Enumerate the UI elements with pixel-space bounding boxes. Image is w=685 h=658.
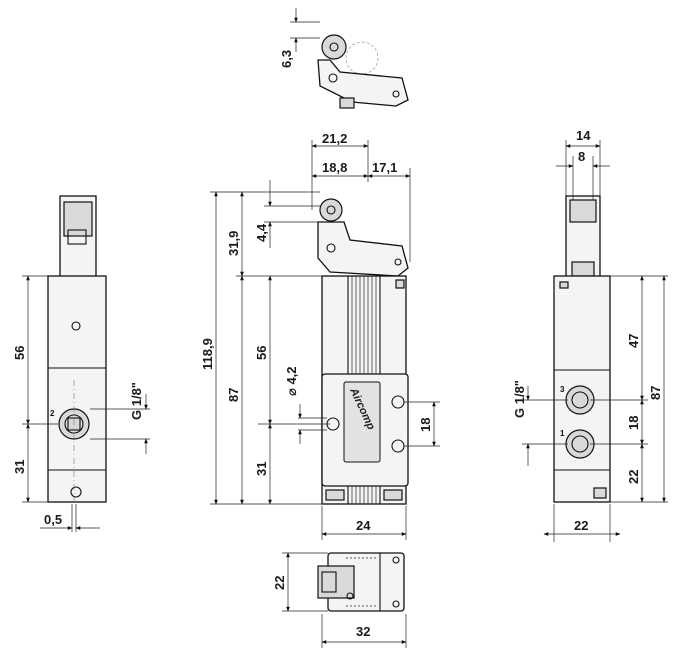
bottom-dim-22: 22 — [272, 576, 287, 590]
left-dim-g18: G 1/8" — [129, 382, 144, 420]
right-port-number-bottom: 1 — [560, 429, 565, 438]
dim-56: 56 — [254, 346, 269, 360]
right-dim-g18: G 1/8" — [512, 380, 527, 418]
dim-6-3: 6,3 — [279, 50, 294, 68]
left-valve-body — [47, 275, 107, 503]
right-dim-8: 8 — [578, 149, 585, 164]
front-roller — [319, 198, 343, 222]
left-dim-56: 56 — [12, 346, 27, 360]
right-side-view: 3 1 14 8 47 18 22 87 G 1/8" 22 — [512, 128, 668, 542]
bottom-dim-32: 32 — [356, 624, 370, 639]
top-roller-view: 6,3 — [279, 8, 409, 109]
right-port-bottom — [565, 429, 595, 459]
right-dim-14: 14 — [576, 128, 591, 143]
dim-dia-4-2: ⌀ 4,2 — [284, 366, 299, 396]
bottom-view: 22 32 — [272, 552, 407, 648]
dim-21-2: 21,2 — [322, 131, 347, 146]
right-port-top — [565, 385, 595, 415]
dim-118-9: 118,9 — [200, 338, 215, 370]
roller-wheel — [321, 34, 347, 60]
roller-lever-arm — [317, 59, 409, 107]
dim-18-8: 18,8 — [322, 160, 347, 175]
dim-18-front: 18 — [418, 418, 433, 432]
dim-31: 31 — [254, 462, 269, 476]
front-view: Aircomp 21,2 18,8 17,1 118,9 31,9 87 4,4 — [200, 131, 440, 540]
left-dim-0-5: 0,5 — [44, 512, 62, 527]
left-side-view: 2 56 31 G 1/8" 0,5 — [12, 195, 150, 532]
right-port-number-top: 3 — [560, 385, 565, 394]
front-lever — [317, 221, 409, 277]
left-port-number: 2 — [50, 409, 55, 418]
right-dim-47: 47 — [626, 334, 641, 348]
dim-87: 87 — [226, 388, 241, 402]
dim-4-4: 4,4 — [254, 223, 269, 242]
dim-31-9: 31,9 — [226, 231, 241, 256]
right-dim-22-vertical: 22 — [626, 470, 641, 484]
dim-24: 24 — [356, 518, 371, 533]
dim-17-1: 17,1 — [372, 160, 397, 175]
roller-ghost-position — [345, 41, 379, 75]
right-dim-18: 18 — [626, 416, 641, 430]
right-dim-22-horizontal: 22 — [574, 518, 588, 533]
left-dim-31: 31 — [12, 460, 27, 474]
right-dim-87: 87 — [648, 386, 663, 400]
